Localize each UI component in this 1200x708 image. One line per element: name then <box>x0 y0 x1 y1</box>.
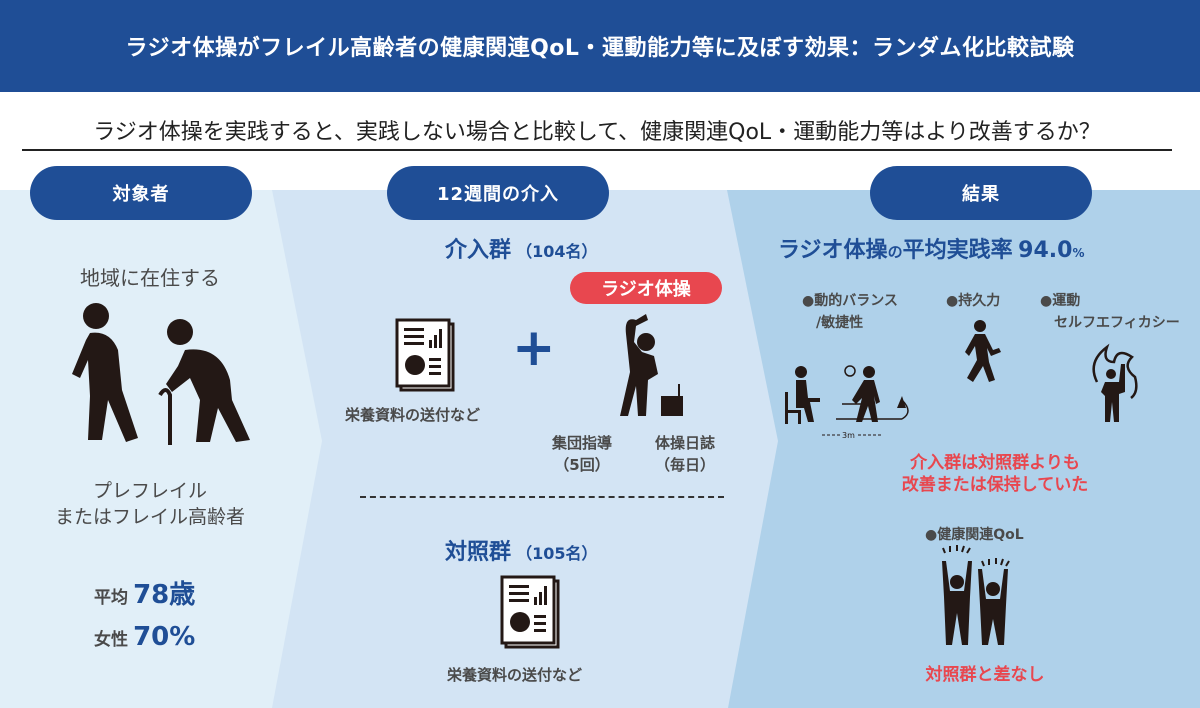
exercise-diary-label: 体操日誌 <box>655 434 716 452</box>
intervention-group-name: 介入群 <box>445 238 512 263</box>
adherence-value: 94.0 <box>1018 238 1073 263</box>
results-pill: 結果 <box>870 166 1092 220</box>
outcome-endurance: ●持久力 <box>946 293 1001 309</box>
adherence-particle: の <box>887 243 903 261</box>
radio-exercise-badge: ラジオ体操 <box>570 272 722 304</box>
distance-label: 3m <box>842 431 855 440</box>
subjects-description: プレフレイル またはフレイル高齢者 <box>0 478 300 530</box>
control-group-count: （105名） <box>516 544 598 563</box>
outcome-balance-line1: ●動的バランス <box>802 293 898 309</box>
mean-age-value: 78歳 <box>133 580 196 610</box>
title-banner: ラジオ体操がフレイル高齢者の健康関連QoL・運動能力等に及ぼす効果：ランダム化比… <box>0 0 1200 92</box>
adherence-rate: ラジオ体操の平均実践率 94.0% <box>778 232 1084 264</box>
group-divider <box>360 496 724 498</box>
stretching-person-icon <box>620 314 683 416</box>
intervention-group-count: （104名） <box>516 242 598 261</box>
adherence-unit: % <box>1072 246 1085 260</box>
exercise-diary-freq: （毎日） <box>655 456 716 474</box>
mean-age: 平均 78歳 <box>94 574 195 611</box>
research-question: ラジオ体操を実践すると、実践しない場合と比較して、健康関連QoL・運動能力等はよ… <box>22 114 1172 151</box>
mean-age-label: 平均 <box>94 588 128 608</box>
subjects-pill: 対象者 <box>30 166 252 220</box>
intervention-pill: 12週間の介入 <box>387 166 609 220</box>
improved-result-line2: 改善または保持していた <box>901 475 1089 495</box>
document-icon <box>500 575 560 649</box>
group-guidance-freq: （5回） <box>554 456 610 474</box>
running-person-icon <box>965 320 1001 382</box>
control-materials-caption: 栄養資料の送付など <box>447 666 583 684</box>
female-ratio-label: 女性 <box>94 630 128 650</box>
qol-result: 対照群と差なし <box>925 665 1045 685</box>
outcome-self-efficacy-line2: セルフエフィカシー <box>1054 315 1180 331</box>
exercise-diary: 体操日誌 （毎日） <box>655 432 715 476</box>
qol-outcome: ●健康関連QoL <box>925 527 1024 543</box>
adherence-prefix: ラジオ体操 <box>778 238 888 263</box>
timed-up-and-go-icon: 3m <box>785 365 909 440</box>
group-guidance: 集団指導 （5回） <box>552 432 612 476</box>
control-group-name: 対照群 <box>445 540 512 565</box>
outcome-self-efficacy: ●運動 セルフエフィカシー <box>1040 290 1180 334</box>
subjects-residence: 地域に在住する <box>80 266 220 290</box>
plus-icon: + <box>512 318 556 378</box>
improved-result: 介入群は対照群よりも 改善または保持していた <box>810 452 1180 496</box>
document-icon <box>395 318 455 392</box>
cheering-people-icon <box>942 545 1010 645</box>
outcome-balance: ●動的バランス /敏捷性 <box>802 290 898 334</box>
improved-result-line1: 介入群は対照群よりも <box>910 453 1080 473</box>
control-group-heading: 対照群 （105名） <box>445 534 598 566</box>
subjects-desc-line2: またはフレイル高齢者 <box>54 506 245 528</box>
group-guidance-label: 集団指導 <box>552 434 613 452</box>
outcome-balance-line2: /敏捷性 <box>816 315 864 331</box>
page-title: ラジオ体操がフレイル高齢者の健康関連QoL・運動能力等に及ぼす効果：ランダム化比… <box>125 36 1075 61</box>
adherence-label: 平均実践率 <box>902 238 1013 263</box>
outcome-self-efficacy-line1: ●運動 <box>1040 293 1081 309</box>
materials-caption: 栄養資料の送付など <box>345 406 481 424</box>
female-ratio-value: 70% <box>133 622 196 652</box>
intervention-group-heading: 介入群 （104名） <box>445 232 598 264</box>
self-efficacy-flame-icon <box>1092 343 1138 422</box>
female-ratio: 女性 70% <box>94 622 195 652</box>
subjects-desc-line1: プレフレイル <box>92 480 207 502</box>
elderly-people-icon <box>72 303 250 445</box>
